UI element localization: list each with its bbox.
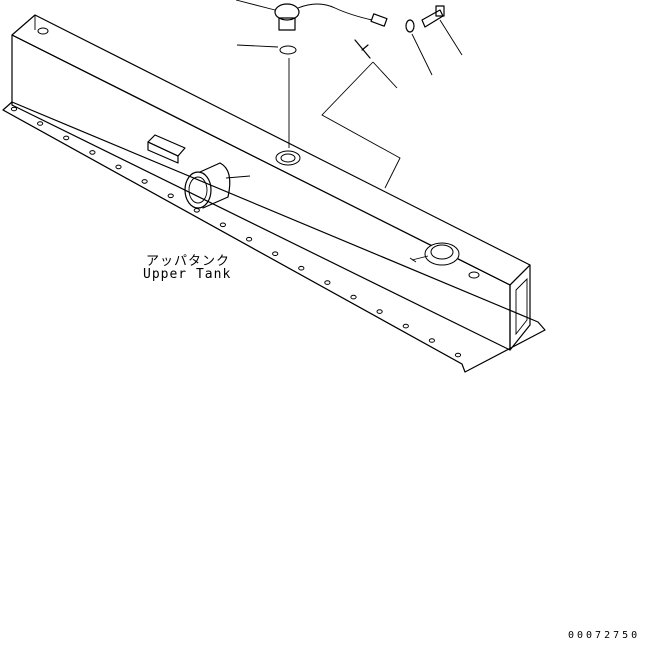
tank-end-recess	[515, 277, 528, 336]
tank-top-face	[11, 14, 531, 286]
top-hole-right	[468, 271, 480, 279]
flange-bolt-hole	[428, 338, 435, 343]
level-sensor	[274, 3, 388, 55]
flange-plate	[2, 101, 546, 373]
mounting-flange	[2, 101, 546, 373]
tank-end-face	[509, 264, 531, 351]
flange-bolt-hole	[193, 208, 200, 213]
side-bracket	[147, 134, 186, 164]
tank-side-face	[11, 34, 511, 351]
flange-bolt-hole	[37, 121, 44, 126]
flange-edge	[2, 109, 463, 365]
flange-bolt-hole	[141, 179, 148, 184]
flange-bolt-hole	[454, 352, 462, 358]
flange-bolt-hole	[272, 251, 279, 256]
flange-bolt-hole	[63, 135, 70, 141]
flange-bolt-hole	[324, 280, 331, 285]
flange-bolt-hole	[89, 150, 96, 155]
top-hole-left	[37, 27, 49, 35]
flange-bolt-hole	[246, 236, 253, 242]
flange-bolt-hole	[376, 309, 383, 314]
tank-body	[11, 14, 531, 351]
center-port	[275, 150, 301, 166]
part-label-japanese: アッパタンク	[146, 254, 231, 269]
flange-bolt-hole	[402, 323, 409, 329]
part-label-english: Upper Tank	[143, 267, 232, 282]
washer-bolt	[405, 5, 445, 33]
flange-bolt-hole	[167, 193, 174, 199]
flange-bolt-hole	[10, 106, 18, 112]
outlet-pipe	[184, 162, 251, 209]
leader-lines	[235, 0, 463, 189]
flange-bolt-hole	[115, 164, 122, 170]
filler-cap	[409, 242, 460, 266]
drawing-number: 00072750	[568, 630, 641, 641]
wire-clip	[354, 39, 371, 59]
flange-holes	[10, 106, 462, 358]
flange-bolt-hole	[298, 265, 305, 271]
flange-bolt-hole	[350, 294, 357, 300]
flange-bolt-hole	[219, 222, 226, 228]
